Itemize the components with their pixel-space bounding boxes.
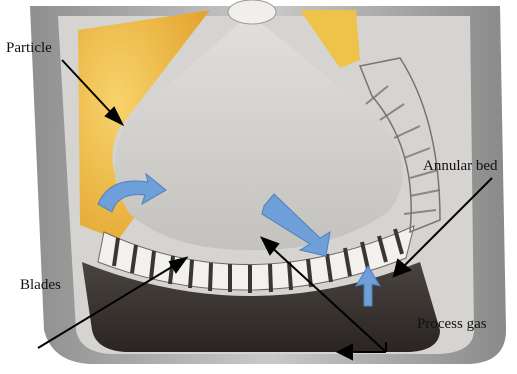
- cone-tip: [228, 0, 276, 24]
- annular-bed-label: Annular bed: [423, 159, 498, 174]
- process-gas-label: Process gas: [417, 317, 487, 332]
- blades-label: Blades: [20, 278, 61, 293]
- particle-label: Particle: [6, 41, 52, 56]
